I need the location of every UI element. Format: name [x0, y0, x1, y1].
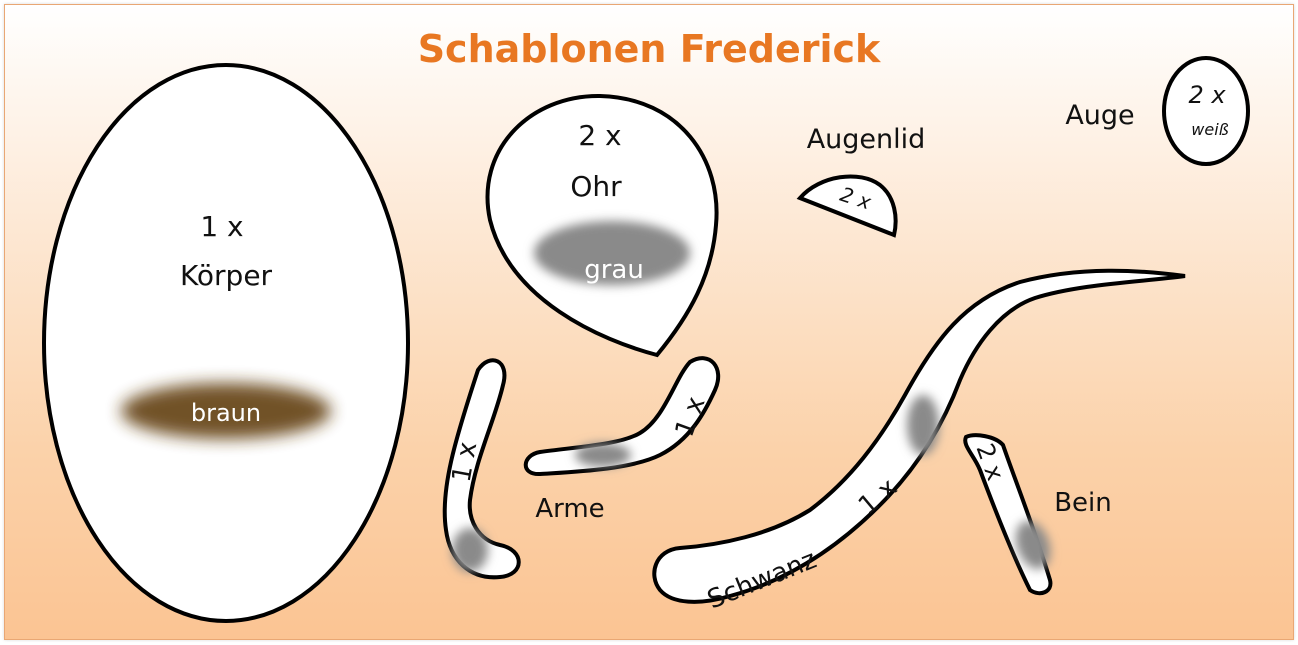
ear-label: Ohr — [570, 170, 622, 203]
tail-color-swatch — [907, 395, 939, 455]
eye-label: Auge — [1065, 100, 1134, 131]
eye-count: 2 x — [1188, 81, 1226, 109]
leg-template: 2 x Bein — [965, 435, 1112, 593]
ear-template: 2 x Ohr grau — [488, 96, 717, 355]
arm-left-count: 1 x — [447, 440, 484, 485]
body-shape — [44, 65, 408, 621]
eye-template: Auge 2 x weiß — [1065, 58, 1248, 164]
eyelid-label: Augenlid — [807, 124, 926, 155]
eye-shape — [1164, 58, 1248, 164]
leg-label: Bein — [1054, 488, 1112, 518]
ear-color-label: grau — [584, 255, 644, 285]
arm-right-color-swatch — [575, 443, 631, 467]
body-color-label: braun — [191, 399, 261, 427]
eyelid-template: Augenlid 2 x — [800, 124, 925, 235]
eye-color-label: weiß — [1191, 120, 1228, 139]
body-template: 1 x Körper braun — [44, 65, 408, 621]
body-count: 1 x — [200, 210, 243, 243]
ear-count: 2 x — [578, 119, 621, 152]
body-label: Körper — [180, 259, 273, 292]
arms-label: Arme — [535, 494, 604, 524]
arm-left-template: 1 x — [445, 360, 519, 577]
arm-left-color-swatch — [452, 528, 488, 572]
page-title: Schablonen Frederick — [418, 27, 881, 71]
arm-right-template: 1 x Arme — [526, 358, 718, 524]
tail-template: Schwanz 1 x — [654, 271, 1185, 616]
